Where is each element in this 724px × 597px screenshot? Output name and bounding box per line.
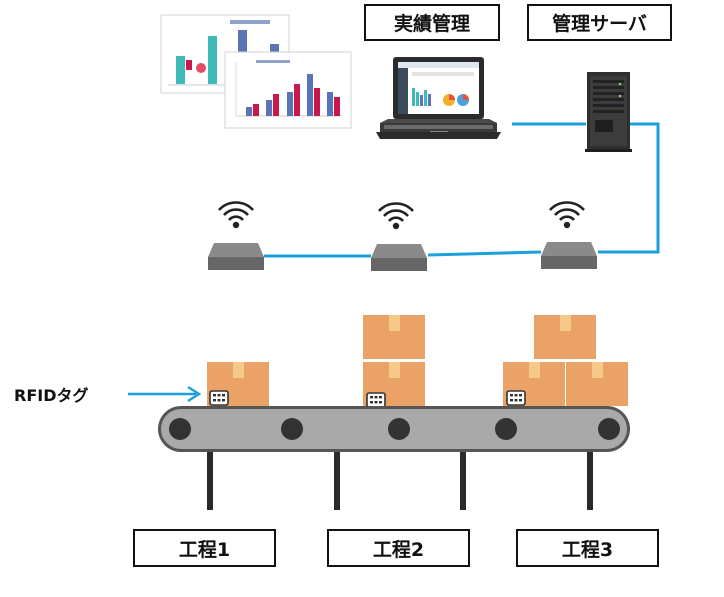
- process-1-label: 工程1: [133, 529, 276, 567]
- process-3-label: 工程3: [516, 529, 659, 567]
- laptop-icon: [376, 57, 501, 139]
- rfid-tag-label: RFIDタグ: [14, 386, 89, 405]
- rfid-tag-arrow: [128, 385, 202, 403]
- cardboard-box-icon: [207, 315, 628, 406]
- dashboard-report-icon: [160, 14, 352, 129]
- conveyor-belt-icon: [158, 406, 630, 452]
- jisseki-kanri-label: 実績管理: [364, 4, 500, 41]
- network-line: [264, 122, 660, 258]
- conveyor-legs: [207, 450, 593, 510]
- wifi-signal-icon: [217, 201, 586, 231]
- process-2-label: 工程2: [327, 529, 470, 567]
- kanri-server-label: 管理サーバ: [527, 4, 672, 41]
- server-rack-icon: [585, 72, 632, 152]
